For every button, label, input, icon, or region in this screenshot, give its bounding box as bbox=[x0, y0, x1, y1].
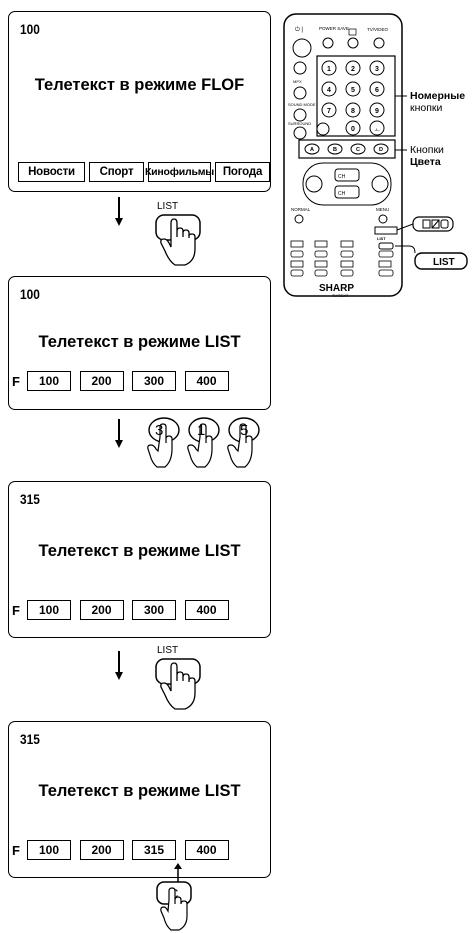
list-tabs: F 100 200 300 400 bbox=[12, 371, 270, 391]
color-keys bbox=[304, 143, 389, 155]
remote-brand: SHARP bbox=[319, 283, 354, 294]
mode-text: Телетекст в режиме LIST bbox=[38, 333, 241, 351]
press-color-c-button-icon: C bbox=[156, 881, 192, 931]
down-arrow-3 bbox=[118, 651, 120, 675]
list-tab-4: 400 bbox=[184, 600, 229, 620]
down-arrow-1 bbox=[118, 197, 120, 221]
num-key-1: 1 bbox=[327, 66, 331, 73]
page-number: 315 bbox=[20, 731, 40, 747]
mpx-label: MPX bbox=[293, 79, 302, 84]
num-key-5: 5 bbox=[351, 87, 355, 94]
menu-label: MENU bbox=[376, 207, 389, 212]
f-label: F bbox=[12, 842, 20, 858]
remote-control-illustration: ⏻ | POWER SAVE TV/VIDEO 1 2 3 4 5 6 7 8 … bbox=[283, 13, 468, 298]
list-button-label-1: LIST bbox=[157, 201, 179, 212]
page-number: 100 bbox=[20, 21, 40, 37]
page-number: 100 bbox=[20, 286, 40, 302]
press-list-button-2-icon bbox=[155, 658, 201, 710]
num-key-8: 8 bbox=[351, 108, 355, 115]
list-tab-3: 300 bbox=[132, 600, 176, 620]
list-tab-3: 315 bbox=[132, 840, 176, 860]
list-button-callout: LIST bbox=[433, 257, 455, 268]
sound-mode-label: SOUND MODE bbox=[288, 102, 316, 107]
num-key-3: 3 bbox=[375, 66, 379, 73]
down-arrow-head-2 bbox=[115, 440, 123, 448]
list-tab-4: 400 bbox=[184, 371, 229, 391]
list-tab-4: 400 bbox=[184, 840, 229, 860]
color-keys-callout-title: Кнопки bbox=[410, 144, 444, 156]
flof-tab-movies: Кинофильмы bbox=[145, 162, 214, 182]
num-key-6: 6 bbox=[375, 87, 379, 94]
list-tab-1: 100 bbox=[27, 840, 71, 860]
page-number: 315 bbox=[20, 491, 40, 507]
mode-text: Телетекст в режиме FLOF bbox=[34, 76, 245, 94]
mode-text: Телетекст в режиме LIST bbox=[38, 542, 241, 560]
mode-text: Телетекст в режиме LIST bbox=[38, 782, 241, 800]
press-digit-keys-icon: 3 1 5 bbox=[147, 417, 260, 468]
list-tabs: F 100 200 300 400 bbox=[12, 600, 270, 620]
normal-label: NORMAL bbox=[291, 207, 311, 212]
list-button-label-2: LIST bbox=[157, 645, 179, 656]
num-key-7: 7 bbox=[327, 108, 331, 115]
flof-tabs: Новости Спорт Кинофильмы Погода bbox=[18, 162, 270, 182]
number-keys-callout-title: Номерные bbox=[410, 90, 466, 102]
svg-text:⏻ |: ⏻ | bbox=[295, 26, 303, 33]
color-key-a: A bbox=[310, 147, 314, 153]
list-tab-3: 300 bbox=[132, 371, 176, 391]
down-arrow-head-3 bbox=[115, 672, 123, 680]
number-keys-callout-sub: кнопки bbox=[410, 102, 443, 114]
digit-key-3: 3 bbox=[155, 422, 163, 439]
list-tab-2: 200 bbox=[79, 840, 124, 860]
press-list-button-1-icon bbox=[155, 214, 201, 266]
tv-screen-flof: 100 Телетекст в режиме FLOF Новости Спор… bbox=[8, 11, 271, 192]
list-tab-2: 200 bbox=[79, 371, 124, 391]
color-keys-callout: Кнопки Цвета bbox=[410, 144, 444, 168]
num-key-dash: -/-- bbox=[374, 127, 380, 132]
surround-label: SURROUND bbox=[288, 121, 311, 126]
color-key-c: C bbox=[356, 147, 360, 153]
ch-down-label: CH bbox=[338, 191, 346, 197]
ch-up-label: CH bbox=[338, 174, 346, 180]
list-tabs: F 100 200 315 400 bbox=[12, 840, 270, 860]
color-key-b: B bbox=[333, 147, 337, 153]
num-key-9: 9 bbox=[375, 108, 379, 115]
digit-key-5: 5 bbox=[240, 422, 248, 439]
power-save-label: POWER SAVE bbox=[319, 26, 349, 31]
f-label: F bbox=[12, 602, 20, 618]
down-arrow-2 bbox=[118, 419, 120, 443]
number-keys bbox=[321, 60, 385, 136]
tv-screen-list-2: 315 Телетекст в режиме LIST F 100 200 30… bbox=[8, 481, 271, 638]
list-tab-2: 200 bbox=[79, 600, 124, 620]
up-arrow-icon bbox=[174, 863, 182, 882]
num-key-0: 0 bbox=[351, 126, 355, 133]
list-tab-1: 100 bbox=[27, 371, 71, 391]
down-arrow-head-1 bbox=[115, 218, 123, 226]
num-key-2: 2 bbox=[351, 66, 355, 73]
digit-key-1: 1 bbox=[197, 422, 205, 439]
tv-screen-list-1: 100 Телетекст в режиме LIST F 100 200 30… bbox=[8, 276, 271, 410]
flof-tab-sport: Спорт bbox=[89, 162, 144, 182]
list-tab-1: 100 bbox=[27, 600, 71, 620]
color-key-d: D bbox=[379, 147, 383, 153]
f-label: F bbox=[12, 373, 20, 389]
tv-screen-list-3: 315 Телетекст в режиме LIST F 100 200 31… bbox=[8, 721, 271, 878]
color-keys-callout-sub: Цвета bbox=[410, 156, 441, 168]
num-key-4: 4 bbox=[327, 87, 331, 94]
number-keys-callout: Номерные кнопки bbox=[410, 90, 465, 114]
flof-tab-news: Новости bbox=[18, 162, 85, 182]
remote-sub-brand: TV/TEXT bbox=[332, 293, 349, 298]
flof-tab-weather: Погода bbox=[215, 162, 270, 182]
remote-list-label: LIST bbox=[377, 236, 386, 241]
tv-video-label: TV/VIDEO bbox=[367, 27, 389, 32]
